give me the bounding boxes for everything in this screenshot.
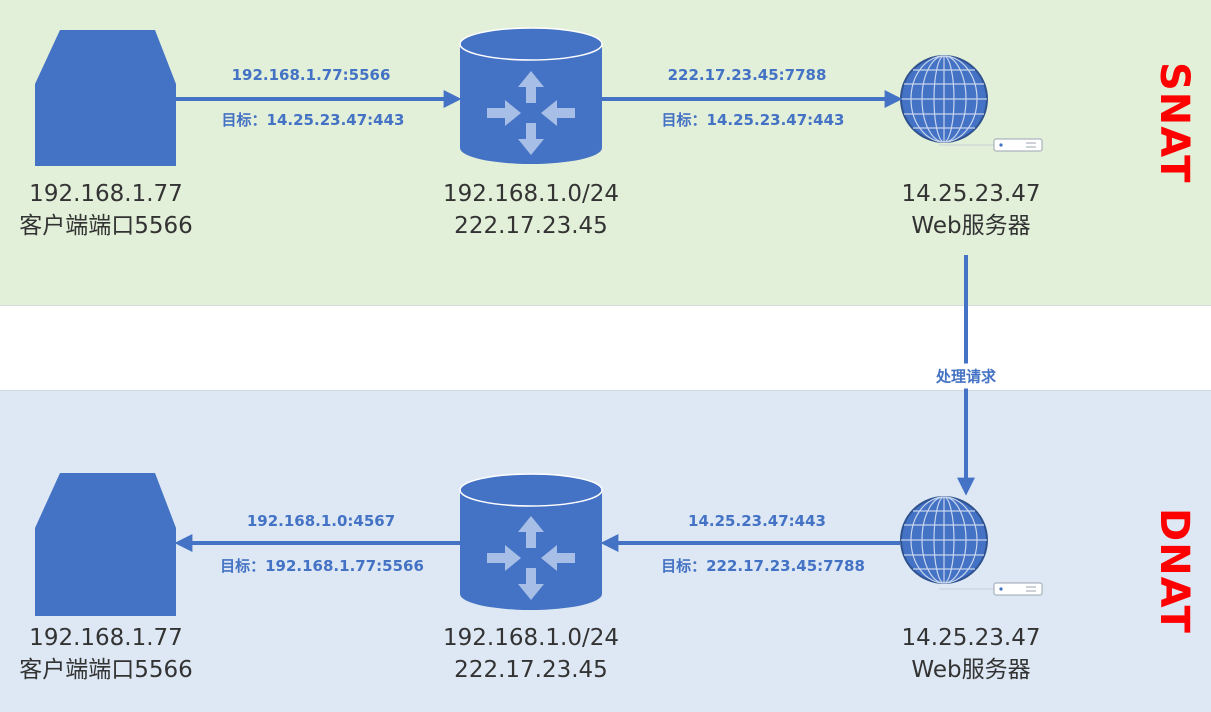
snat-client-label: 192.168.1.77 客户端端口5566 (19, 178, 193, 242)
snat-title: SNAT (1151, 62, 1197, 184)
router-subnet: 192.168.1.0/24 (442, 625, 620, 651)
client-ip: 192.168.1.77 (29, 181, 183, 207)
client-computer-icon (35, 30, 176, 166)
snat-edge2-target-label: 目标：14.25.23.47:443 (661, 111, 845, 129)
client-computer-icon (35, 473, 176, 616)
dnat-edge1-target-label: 目标：222.17.23.45:7788 (661, 557, 865, 575)
server-desc: Web服务器 (911, 213, 1031, 239)
dnat-router-label: 192.168.1.0/24 222.17.23.45 (443, 622, 619, 686)
dnat-edge2-source-label: 192.168.1.0:4567 (246, 512, 396, 530)
router-icon (459, 27, 603, 164)
router-subnet: 192.168.1.0/24 (442, 181, 620, 207)
snat-router-label: 192.168.1.0/24 222.17.23.45 (443, 178, 619, 242)
router-public-ip: 222.17.23.45 (454, 213, 608, 239)
process-request-label: 处理请求 (933, 363, 999, 389)
client-desc: 客户端端口5566 (19, 657, 193, 683)
dnat-edge2-target-label: 目标：192.168.1.77:5566 (220, 557, 424, 575)
globe-icon (900, 496, 988, 584)
router-icon (459, 473, 603, 610)
snat-band (0, 0, 1211, 306)
server-ip: 14.25.23.47 (901, 625, 1041, 651)
snat-server-label: 14.25.23.47 Web服务器 (902, 178, 1041, 242)
client-ip: 192.168.1.77 (29, 625, 183, 651)
router-public-ip: 222.17.23.45 (454, 657, 608, 683)
server-ip: 14.25.23.47 (901, 181, 1041, 207)
dnat-edge1-source-label: 14.25.23.47:443 (688, 512, 826, 530)
server-desc: Web服务器 (911, 657, 1031, 683)
dnat-title: DNAT (1151, 508, 1197, 634)
server-rack-icon (938, 582, 1043, 596)
dnat-server-label: 14.25.23.47 Web服务器 (902, 622, 1041, 686)
snat-edge2-source-label: 222.17.23.45:7788 (667, 66, 827, 84)
snat-edge1-target-label: 目标：14.25.23.47:443 (221, 111, 405, 129)
dnat-client-label: 192.168.1.77 客户端端口5566 (19, 622, 193, 686)
globe-icon (900, 55, 988, 143)
client-desc: 客户端端口5566 (19, 213, 193, 239)
snat-edge1-source-label: 192.168.1.77:5566 (231, 66, 391, 84)
